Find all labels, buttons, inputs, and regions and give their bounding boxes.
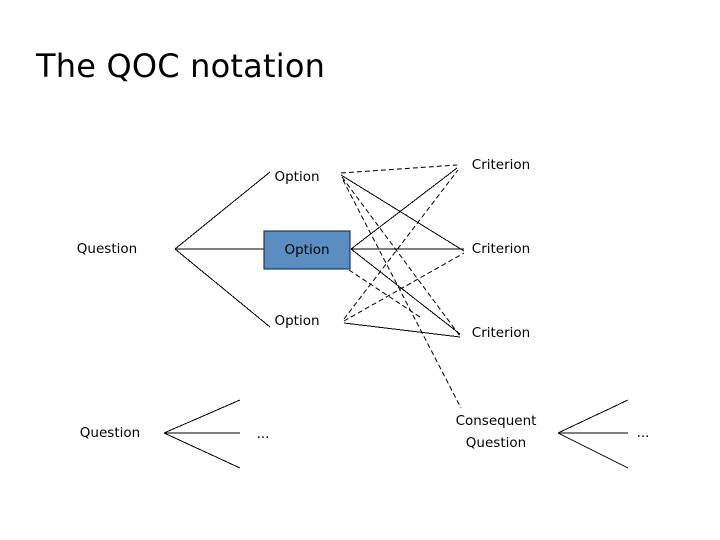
edge-dashed <box>341 176 461 337</box>
node-label-criterion-middle[interactable]: Criterion <box>472 241 530 257</box>
edge-solid <box>557 399 629 434</box>
edge-solid <box>163 399 241 434</box>
edge-solid <box>174 248 271 328</box>
edge-solid <box>343 322 461 338</box>
option-highlight-box[interactable] <box>263 230 351 270</box>
ellipsis-right: ... <box>637 425 650 441</box>
node-label-criterion-bottom[interactable]: Criterion <box>472 325 530 341</box>
node-label-criterion-top[interactable]: Criterion <box>472 157 530 173</box>
edge-solid <box>350 167 458 250</box>
ellipsis-left: ... <box>257 426 270 442</box>
node-label-option-middle[interactable]: Option <box>284 242 329 258</box>
edge-dashed <box>342 179 462 409</box>
node-label-option-top[interactable]: Option <box>274 169 319 185</box>
edge-dashed <box>343 169 459 320</box>
edges-layer <box>163 164 629 469</box>
edge-dashed <box>348 269 421 318</box>
edge-solid <box>350 248 461 335</box>
node-label-question-secondary[interactable]: Question <box>80 425 140 441</box>
edge-solid <box>557 432 629 469</box>
edge-solid <box>174 171 271 250</box>
page-title: The QOC notation <box>36 47 326 85</box>
ellipses-layer: ...... <box>257 425 650 442</box>
edge-solid <box>163 432 241 469</box>
edge-solid <box>340 174 465 252</box>
node-label-option-bottom[interactable]: Option <box>274 313 319 329</box>
edge-dashed <box>343 252 465 322</box>
edge-dashed <box>340 164 458 174</box>
nodes-layer: QuestionOptionOptionOptionCriterionCrite… <box>77 157 537 451</box>
node-label-question-main[interactable]: Question <box>77 241 137 257</box>
